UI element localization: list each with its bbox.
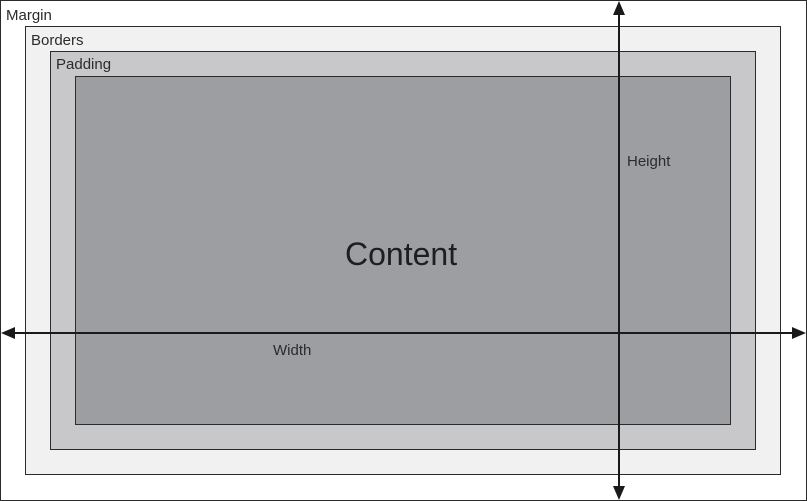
width-arrow-left-head: [1, 327, 15, 339]
content-area: [75, 76, 731, 425]
height-arrow: [613, 1, 625, 500]
height-arrow-bottom-head: [613, 486, 625, 500]
padding-label: Padding: [56, 56, 112, 73]
width-label: Width: [273, 342, 312, 359]
height-arrow-top-head: [613, 1, 625, 15]
width-arrow: [1, 327, 806, 339]
borders-label: Borders: [31, 32, 84, 49]
width-arrow-right-head: [792, 327, 806, 339]
height-label: Height: [627, 153, 671, 170]
margin-label: Margin: [6, 7, 52, 24]
content-label: Content: [345, 236, 458, 272]
